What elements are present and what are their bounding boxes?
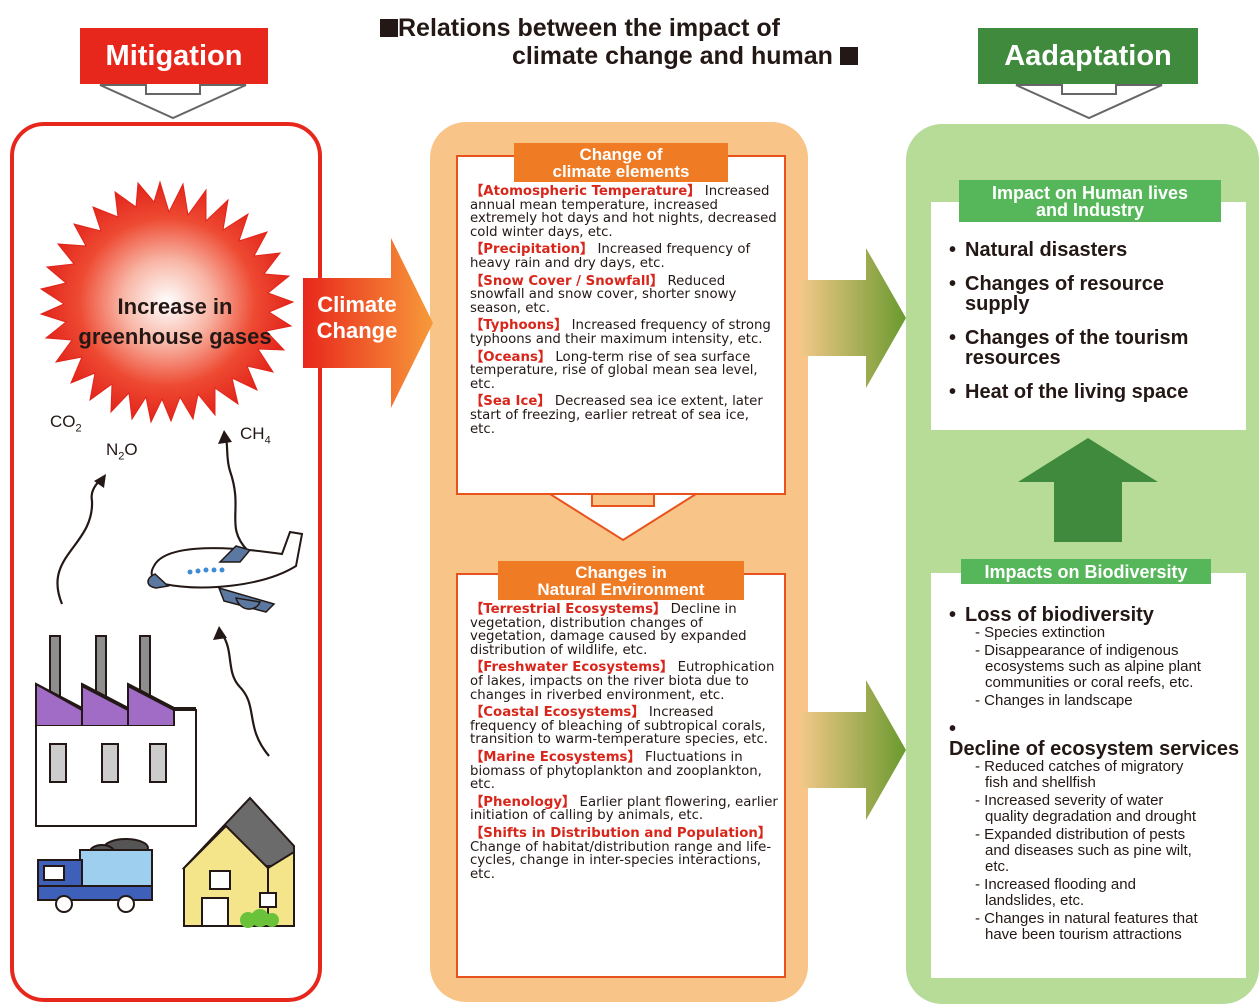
truck-icon <box>37 838 153 913</box>
human-item: •Changes of the tourism <box>949 327 1189 349</box>
human-impact-title: Impact on Human lives and Industry <box>959 180 1221 222</box>
climate-item: 【Typhoons】 Increased frequency of strong… <box>470 318 771 347</box>
climate-item: 【Sea Ice】 Decreased sea ice extent, late… <box>470 394 763 437</box>
climate-item: 【Precipitation】 Increased frequency of h… <box>470 242 751 271</box>
page-title: Relations between the impact of climate … <box>380 14 880 70</box>
burst-label: Increase in greenhouse gases <box>78 294 272 349</box>
to-biodiversity-arrow-icon <box>800 680 906 820</box>
natural-item: 【Marine Ecosystems】 Fluctuations in biom… <box>470 749 762 793</box>
human-item: •Changes of resource <box>949 273 1164 295</box>
to-natural-arrow-icon <box>548 493 698 542</box>
human-item: •Heat of the living space <box>949 381 1189 403</box>
human-item: •Natural disasters <box>949 239 1128 261</box>
natural-environment-list: 【Terrestrial Ecosystems】 Decline in vege… <box>470 603 778 885</box>
ch4-label: CH4 <box>240 424 271 447</box>
factory-icon <box>35 635 197 827</box>
climate-item: 【Snow Cover / Snowfall】 Reduced snowfall… <box>470 273 737 316</box>
climate-item: 【Oceans】 Long-term rise of sea surface t… <box>470 349 758 392</box>
adaptation-down-arrow-icon <box>1015 84 1163 120</box>
biodiversity-box: Impacts on Biodiversity •Loss of biodive… <box>931 559 1246 978</box>
airplane-icon <box>147 530 304 613</box>
mitigation-down-arrow-icon <box>99 84 247 120</box>
up-arrow-icon <box>1018 438 1158 542</box>
ecosystem-services-heading: •Decline of ecosystem services <box>949 718 1240 760</box>
square-bullet-icon <box>380 19 398 37</box>
biodiversity-title: Impacts on Biodiversity <box>961 559 1211 584</box>
biodiversity-list: •Loss of biodiversity - Species extincti… <box>949 604 1240 943</box>
emissions-illustration <box>35 180 304 928</box>
biodiversity-heading: •Loss of biodiversity <box>949 604 1154 626</box>
n2o-label: N2O <box>106 440 138 463</box>
human-impact-list: •Natural disasters •Changes of resource … <box>949 240 1239 402</box>
natural-item: 【Freshwater Ecosystems】 Eutrophication o… <box>470 660 775 703</box>
to-human-arrow-icon <box>800 248 906 388</box>
human-impact-box: Impact on Human lives and Industry •Natu… <box>931 180 1246 430</box>
mitigation-label: Mitigation <box>80 28 268 84</box>
climate-change-arrow-icon <box>303 238 433 408</box>
climate-elements-panel: Change of climate elements 【Atomospheric… <box>456 143 786 495</box>
natural-environment-panel: Changes in Natural Environment 【Terrestr… <box>456 561 786 978</box>
climate-item: 【Atomospheric Temperature】 Increased ann… <box>470 184 777 240</box>
natural-environment-title: Changes in Natural Environment <box>498 561 744 600</box>
natural-item: 【Coastal Ecosystems】 Increased frequency… <box>470 705 769 748</box>
adaptation-label: Aadaptation <box>978 28 1198 84</box>
house-icon <box>181 796 295 928</box>
burst-icon <box>39 180 295 424</box>
square-bullet-icon <box>839 47 858 65</box>
natural-item: 【Terrestrial Ecosystems】 Decline in vege… <box>470 602 747 658</box>
natural-item: 【Phenology】 Earlier plant flowering, ear… <box>470 794 778 824</box>
climate-elements-title: Change of climate elements <box>514 143 728 182</box>
natural-item: 【Shifts in Distribution and Population】 … <box>470 825 772 882</box>
climate-change-label: Climate Change <box>316 292 398 343</box>
co2-label: CO2 <box>50 412 82 435</box>
climate-elements-list: 【Atomospheric Temperature】 Increased ann… <box>470 185 778 440</box>
